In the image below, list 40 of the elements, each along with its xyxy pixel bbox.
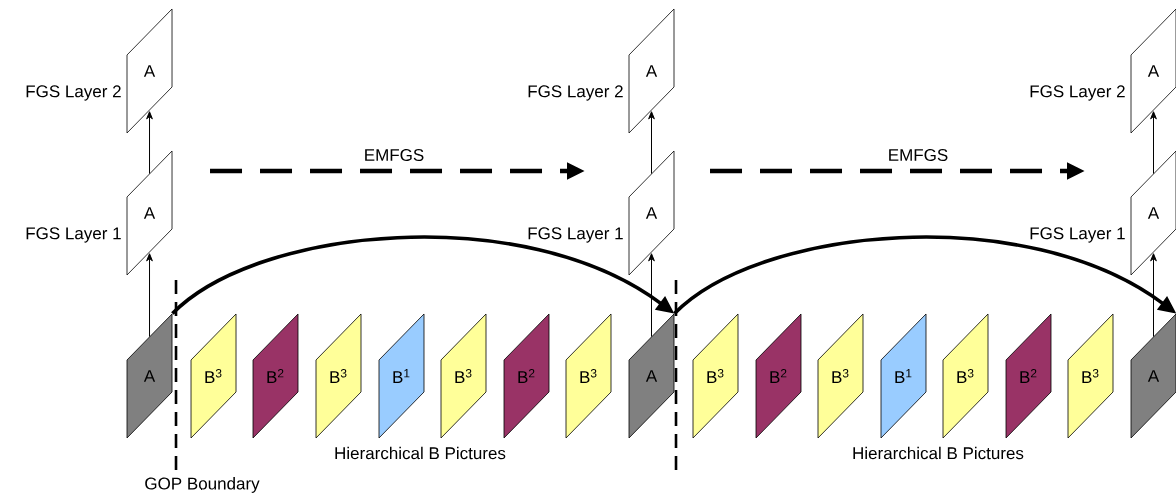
arrow-label: EMFGS	[889, 149, 948, 161]
picture-frame: A	[126, 150, 173, 276]
picture-frame: B$^{3}$	[190, 313, 237, 439]
arrow-label: EMFGS	[365, 149, 424, 161]
layer-label: FGS Layer 1	[26, 227, 121, 243]
picture-frame: B$^{1}$	[880, 313, 927, 439]
layer-label: FGS Layer 2	[1030, 85, 1125, 101]
picture-frame: A	[628, 313, 675, 439]
group-label: Hierarchical B Pictures	[853, 446, 1024, 460]
picture-frame: B$^{3}$	[692, 313, 739, 439]
arrow	[146, 253, 153, 338]
picture-frame: B$^{2}$	[503, 313, 550, 439]
picture-frame: B$^{2}$	[1005, 313, 1052, 439]
picture-frame: B$^{3}$	[440, 313, 487, 439]
picture-frame: A	[628, 150, 675, 276]
boundary-label: GOP Boundary	[145, 477, 260, 493]
layer-label: FGS Layer 2	[528, 85, 623, 101]
picture-frame: B$^{3}$	[1067, 313, 1114, 439]
layer-label: FGS Layer 2	[26, 85, 121, 101]
picture-frame: B$^{2}$	[755, 313, 802, 439]
picture-frame: B$^{3}$	[315, 313, 362, 439]
picture-frame: A	[1130, 313, 1176, 439]
arrow	[1150, 111, 1157, 175]
arrow	[1150, 253, 1157, 338]
layer-label: FGS Layer 1	[528, 227, 623, 243]
arrow	[648, 111, 655, 175]
picture-frame: B$^{2}$	[252, 313, 299, 439]
picture-frame: B$^{1}$	[378, 313, 425, 439]
picture-frame: A	[628, 8, 675, 134]
arrow	[146, 111, 153, 175]
arrow	[648, 253, 655, 338]
group-label: Hierarchical B Pictures	[335, 446, 506, 460]
picture-frame: B$^{3}$	[817, 313, 864, 439]
picture-frame: A	[126, 8, 173, 134]
picture-frame: A	[1130, 8, 1176, 134]
picture-frame: B$^{3}$	[942, 313, 989, 439]
picture-frame: A	[126, 313, 173, 439]
layer-label: FGS Layer 1	[1030, 227, 1125, 243]
picture-frame: B$^{3}$	[565, 313, 612, 439]
picture-frame: A	[1130, 150, 1176, 276]
